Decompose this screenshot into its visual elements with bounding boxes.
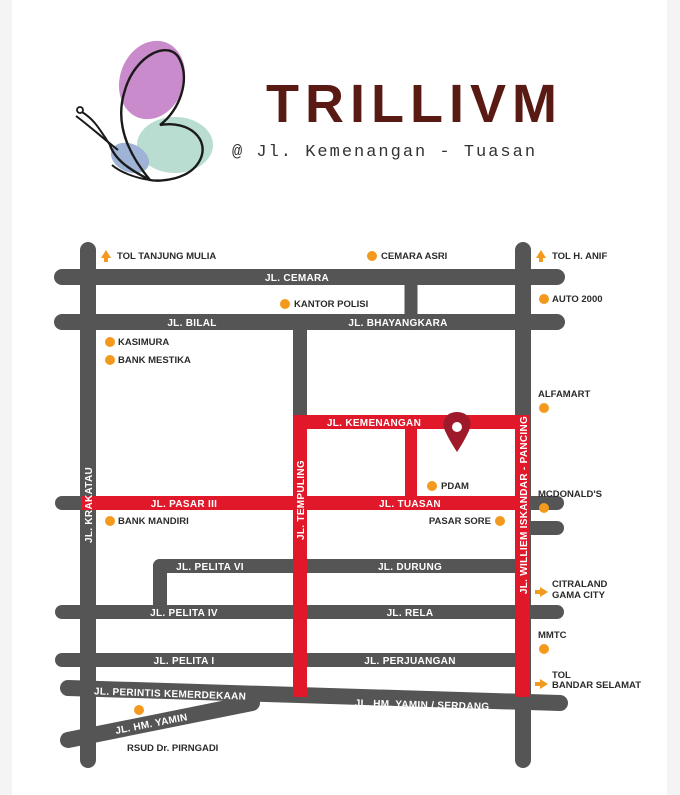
poi-labels: TOL TANJUNG MULIA CEMARA ASRI TOL H. ANI… bbox=[117, 251, 641, 754]
label-tuasan: JL. TUASAN bbox=[379, 499, 441, 510]
orange-dot-icon bbox=[539, 294, 549, 304]
label-bank-mestika: BANK MESTIKA bbox=[118, 355, 191, 366]
orange-dot-icon bbox=[427, 481, 437, 491]
road-perintis bbox=[60, 680, 568, 711]
label-pelita-i: JL. PELITA I bbox=[154, 656, 215, 667]
label-gama-city: GAMA CITY bbox=[552, 590, 606, 601]
label-pdam: PDAM bbox=[441, 481, 469, 492]
orange-dot-icon bbox=[367, 251, 377, 261]
brand-subtitle: @ Jl. Kemenangan - Tuasan bbox=[232, 143, 537, 162]
arrow-up-icon bbox=[101, 250, 111, 262]
label-pelita-vi: JL. PELITA VI bbox=[176, 562, 244, 573]
orange-dot-icon bbox=[539, 644, 549, 654]
arrow-right-icon bbox=[535, 587, 548, 597]
label-bank-mandiri: BANK MANDIRI bbox=[118, 516, 189, 527]
map-pin-icon[interactable] bbox=[443, 412, 471, 452]
label-durung: JL. DURUNG bbox=[378, 562, 442, 573]
road-hm-yamin bbox=[60, 695, 260, 748]
label-perintis: JL. PERINTIS KEMERDEKAAN bbox=[94, 686, 247, 702]
label-cemara: JL. CEMARA bbox=[265, 273, 329, 284]
brand-title: TRILLIVM bbox=[266, 74, 563, 134]
label-citraland: CITRALAND bbox=[552, 579, 608, 590]
label-bhayangkara: JL. BHAYANGKARA bbox=[348, 318, 447, 329]
label-mmtc: MMTC bbox=[538, 630, 567, 641]
label-rela: JL. RELA bbox=[387, 608, 434, 619]
label-perjuangan: JL. PERJUANGAN bbox=[364, 656, 455, 667]
orange-dot-icon bbox=[495, 516, 505, 526]
orange-dot-icon bbox=[539, 503, 549, 513]
red-roads bbox=[81, 415, 530, 697]
label-hm-yamin-serdang: JL. HM. YAMIN / SERDANG bbox=[355, 698, 490, 713]
label-pelita-iv: JL. PELITA IV bbox=[150, 608, 218, 619]
orange-dot-icon bbox=[134, 705, 144, 715]
orange-dot-icon bbox=[105, 355, 115, 365]
label-tol: TOL bbox=[552, 670, 571, 681]
orange-dot-icon bbox=[539, 403, 549, 413]
label-kantor-polisi: KANTOR POLISI bbox=[294, 299, 368, 310]
label-pasar-iii: JL. PASAR III bbox=[151, 499, 218, 510]
label-tol-h-anif: TOL H. ANIF bbox=[552, 251, 607, 262]
label-tempuling: JL. TEMPULING bbox=[296, 460, 307, 540]
arrow-icons bbox=[101, 250, 548, 689]
label-rsud: RSUD Dr. PIRNGADI bbox=[127, 743, 218, 754]
label-krakatau: JL. KRAKATAU bbox=[84, 467, 95, 543]
orange-dot-icon bbox=[105, 337, 115, 347]
road-labels: JL. CEMARA JL. BILAL JL. BHAYANGKARA JL.… bbox=[84, 273, 530, 737]
label-bilal: JL. BILAL bbox=[167, 318, 216, 329]
orange-dot-icon bbox=[280, 299, 290, 309]
butterfly-icon bbox=[75, 40, 213, 182]
label-kasimura: KASIMURA bbox=[118, 337, 169, 348]
label-auto-2000: AUTO 2000 bbox=[552, 294, 603, 305]
label-mcdonalds: MCDONALD'S bbox=[538, 489, 602, 500]
arrow-right-icon bbox=[535, 679, 548, 689]
label-tol-tanjung-mulia: TOL TANJUNG MULIA bbox=[117, 251, 216, 262]
label-kemenangan: JL. KEMENANGAN bbox=[327, 418, 421, 429]
arrow-up-icon bbox=[536, 250, 546, 262]
label-william: JL. WILLIEM ISKANDAR - PANCING bbox=[519, 416, 530, 594]
label-pasar-sore: PASAR SORE bbox=[429, 516, 491, 527]
poi-markers bbox=[105, 251, 549, 715]
orange-dot-icon bbox=[105, 516, 115, 526]
label-cemara-asri: CEMARA ASRI bbox=[381, 251, 447, 262]
label-bandar-selamat: BANDAR SELAMAT bbox=[552, 680, 641, 691]
label-alfamart: ALFAMART bbox=[538, 389, 590, 400]
